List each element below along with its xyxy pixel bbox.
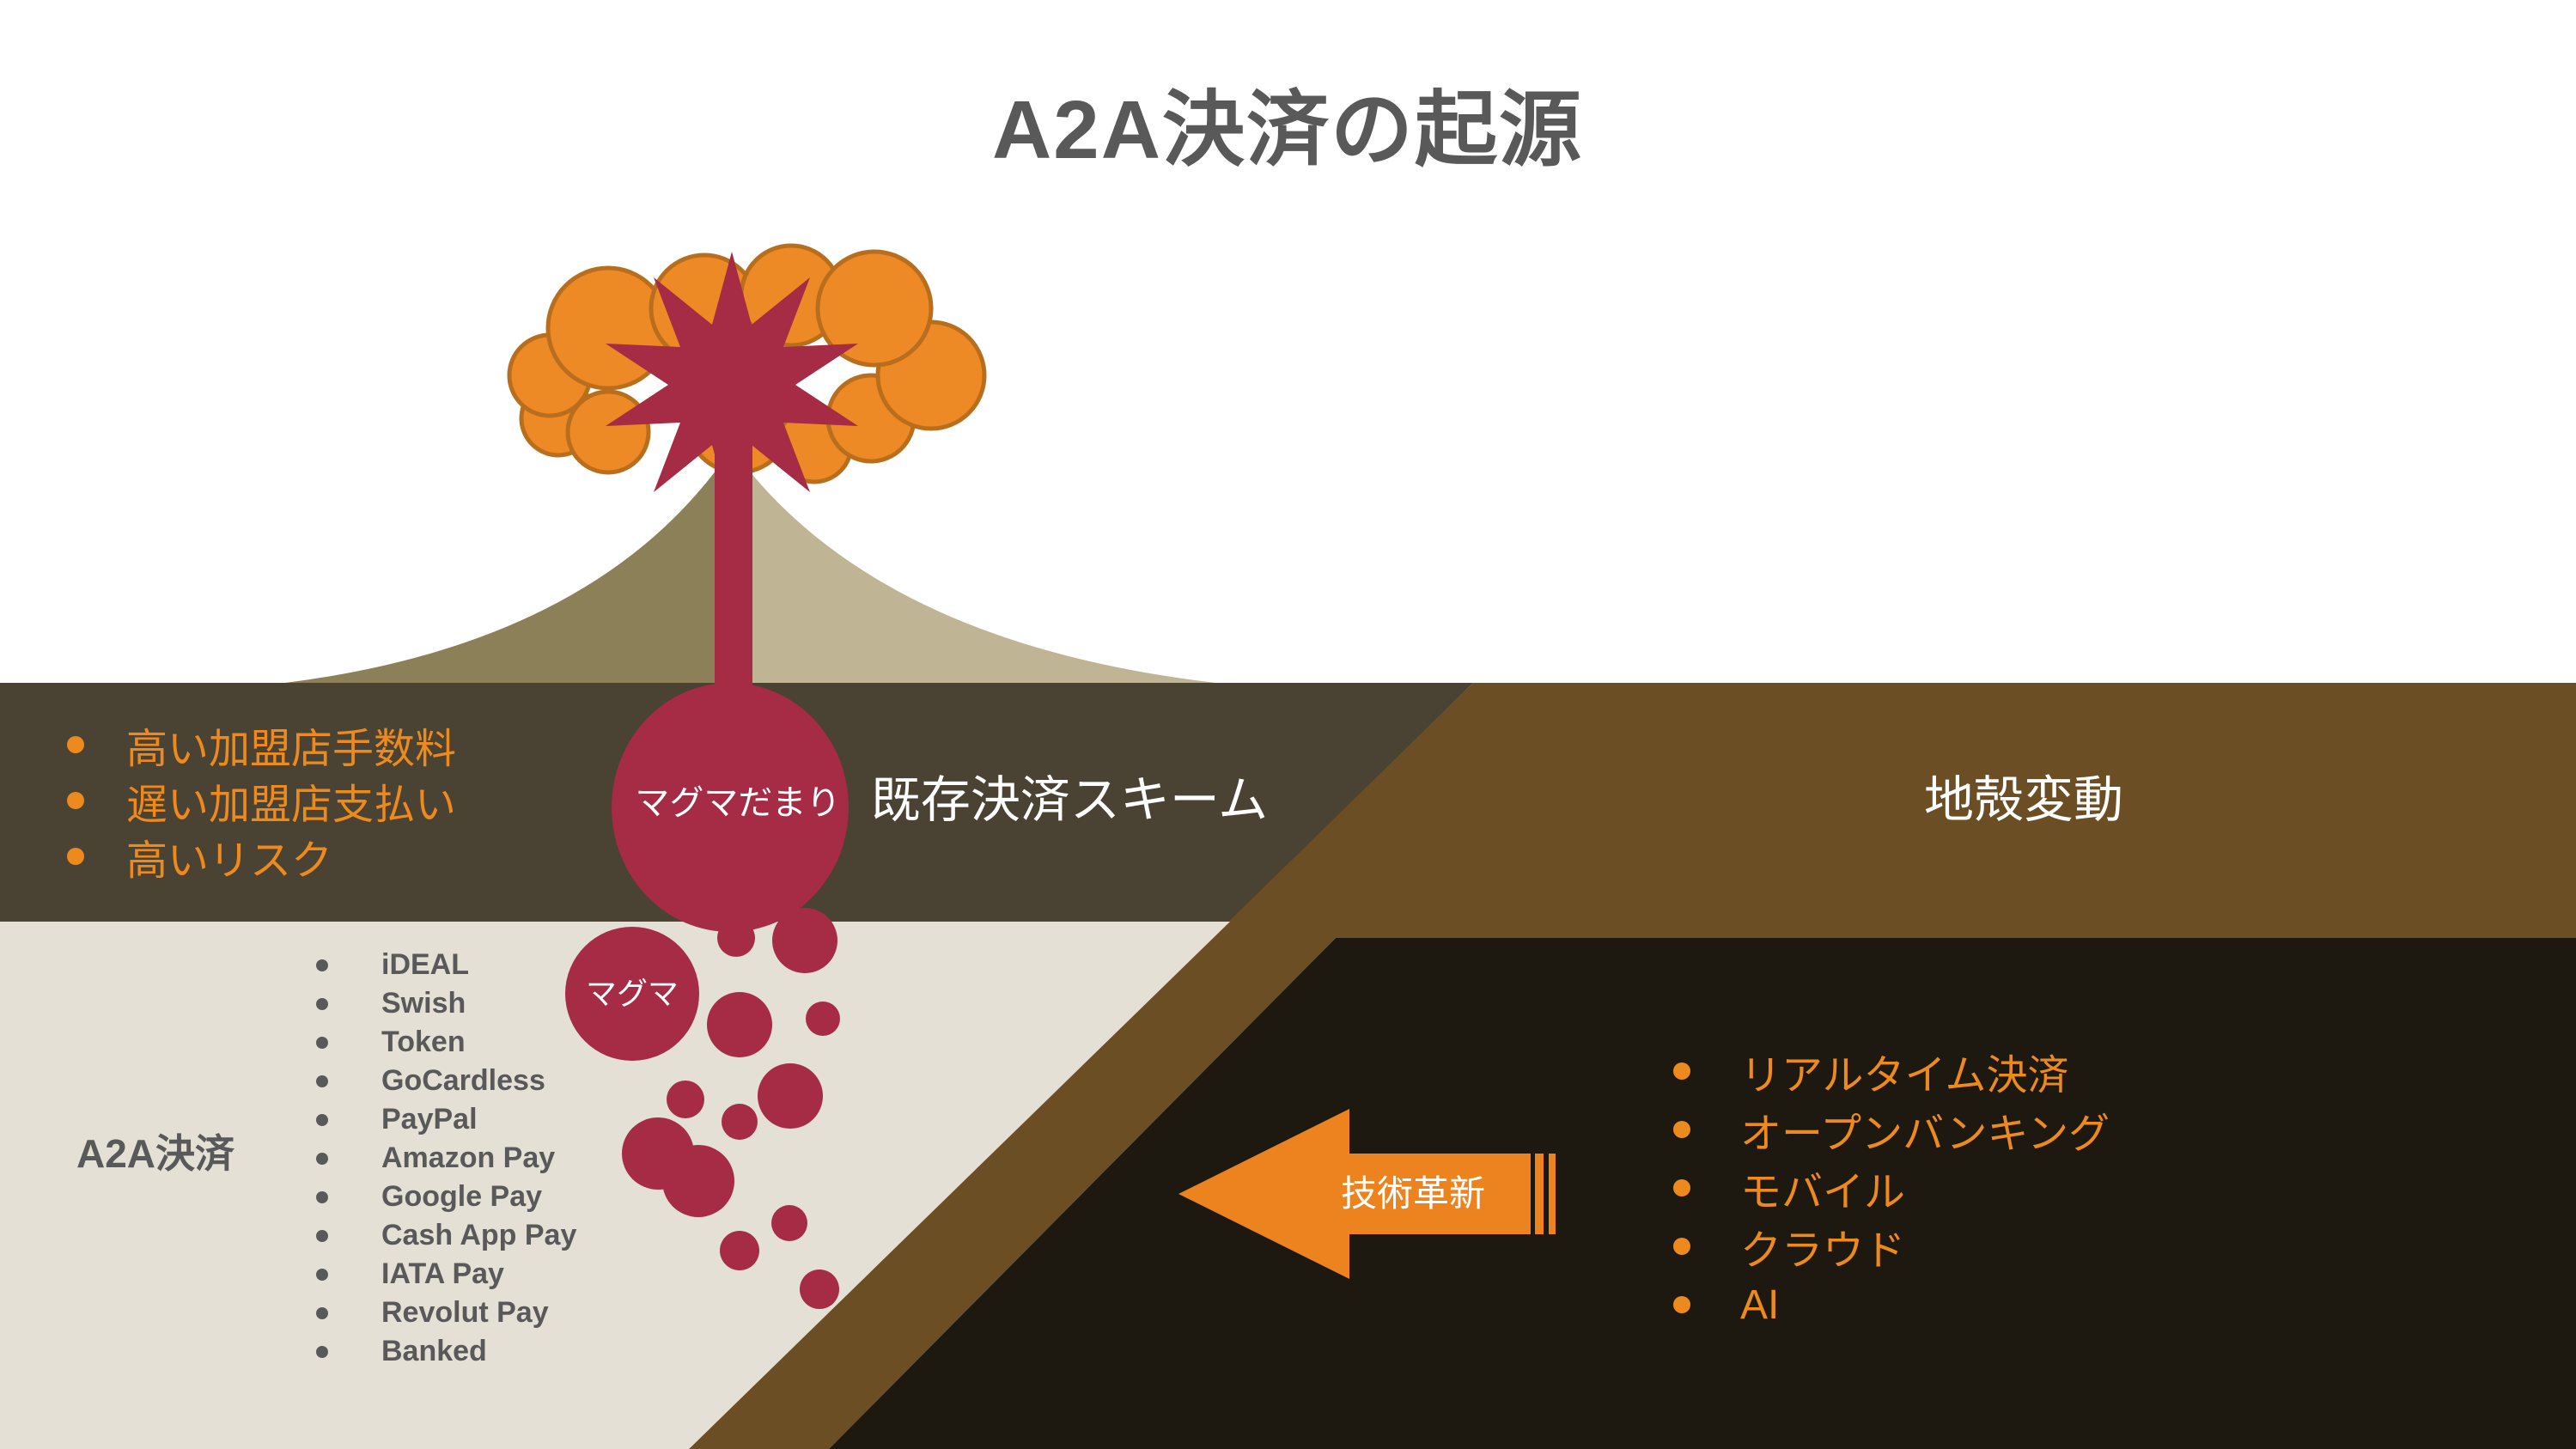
list-item: Cash App Pay xyxy=(309,1216,576,1255)
bullet-icon xyxy=(316,959,328,971)
magma-bubble xyxy=(772,908,837,973)
list-item: Google Pay xyxy=(309,1178,576,1216)
list-item: iDEAL xyxy=(309,946,576,984)
magma-bubble xyxy=(758,1063,823,1129)
list-item: リアルタイム決済 xyxy=(1662,1042,2110,1100)
bullet-icon xyxy=(316,1075,328,1087)
list-item: オープンバンキング xyxy=(1662,1100,2110,1159)
legacy-scheme-label: 既存決済スキーム xyxy=(870,772,1269,828)
stratum-ground-left xyxy=(0,922,1230,1449)
magma-chamber-label: マグマだまり xyxy=(635,784,841,822)
crustal-shift-label: 地殻変動 xyxy=(1923,772,2124,828)
tech-drivers-list: リアルタイム決済 オープンバンキング モバイル クラウド AI xyxy=(1662,1042,2110,1334)
bullet-icon xyxy=(316,1113,328,1126)
list-item: Amazon Pay xyxy=(309,1139,576,1178)
list-item: GoCardless xyxy=(309,1062,576,1100)
list-item-label: Token xyxy=(381,1026,466,1058)
list-item-label: 高い加盟店手数料 xyxy=(126,726,457,772)
bullet-icon xyxy=(1673,1179,1690,1196)
list-item-label: Google Pay xyxy=(381,1180,543,1213)
list-item: 高いリスク xyxy=(47,828,456,884)
tech-arrow-stripe xyxy=(1549,1154,1556,1234)
bullet-icon xyxy=(1673,1238,1690,1255)
tech-arrow-stripe xyxy=(1535,1154,1544,1234)
a2a-providers-list: iDEAL Swish Token GoCardless PayPal Amaz… xyxy=(309,946,576,1371)
bullet-icon xyxy=(67,847,84,865)
bullet-icon xyxy=(316,1152,328,1165)
bullet-icon xyxy=(67,735,84,753)
list-item-label: Amazon Pay xyxy=(381,1142,556,1174)
list-item-label: Cash App Pay xyxy=(381,1219,577,1251)
bullet-icon xyxy=(316,1036,328,1049)
list-item-label: AI xyxy=(1740,1282,1780,1328)
list-item: IATA Pay xyxy=(309,1255,576,1294)
a2a-payments-label: A2A決済 xyxy=(76,1131,235,1176)
list-item-label: オープンバンキング xyxy=(1740,1111,2110,1157)
list-item: PayPal xyxy=(309,1100,576,1139)
stratum-fault-band xyxy=(689,683,2576,1449)
bullet-icon xyxy=(316,1229,328,1242)
stratum-ground-right xyxy=(829,938,2576,1449)
list-item-label: GoCardless xyxy=(381,1064,545,1097)
list-item: Token xyxy=(309,1023,576,1062)
magma-bubble xyxy=(800,1269,839,1309)
list-item: Swish xyxy=(309,984,576,1023)
magma-bubbles xyxy=(565,908,840,1309)
list-item: 遅い加盟店支払い xyxy=(47,772,456,828)
bullet-icon xyxy=(316,1268,328,1281)
list-item-label: モバイル xyxy=(1740,1170,1906,1215)
list-item: 高い加盟店手数料 xyxy=(47,716,456,772)
magma-chamber xyxy=(612,683,849,932)
bullet-icon xyxy=(67,791,84,809)
tech-arrow-body xyxy=(1178,1109,1531,1279)
magma-bubble xyxy=(717,919,755,957)
list-item-label: 遅い加盟店支払い xyxy=(126,782,457,828)
legacy-issues-list: 高い加盟店手数料 遅い加盟店支払い 高いリスク xyxy=(47,716,456,884)
magma-bubble xyxy=(662,1145,734,1217)
bullet-icon xyxy=(1673,1296,1690,1313)
bullet-icon xyxy=(1673,1121,1690,1138)
bullet-icon xyxy=(316,997,328,1010)
list-item-label: 高いリスク xyxy=(126,837,333,884)
tech-arrow xyxy=(1178,1109,1556,1279)
magma-label: マグマ xyxy=(585,976,679,1011)
list-item-label: リアルタイム決済 xyxy=(1740,1053,2069,1099)
list-item-label: Swish xyxy=(381,987,466,1020)
bullet-icon xyxy=(1673,1062,1690,1080)
list-item-label: Revolut Pay xyxy=(381,1296,549,1329)
volcano-right-flank xyxy=(732,448,1258,687)
list-item: クラウド xyxy=(1662,1217,2110,1275)
magma-circle xyxy=(565,927,699,1061)
list-item-label: IATA Pay xyxy=(381,1257,504,1290)
magma-bubble xyxy=(771,1205,807,1241)
bullet-icon xyxy=(316,1190,328,1203)
page-title: A2A決済の起源 xyxy=(991,84,1584,176)
magma-bubble xyxy=(806,1002,840,1036)
list-item-label: PayPal xyxy=(381,1103,478,1135)
volcano-left-flank xyxy=(247,448,732,687)
list-item-label: iDEAL xyxy=(381,948,469,981)
list-item: AI xyxy=(1662,1275,2110,1334)
list-item: Revolut Pay xyxy=(309,1294,576,1332)
list-item-label: クラウド xyxy=(1740,1228,1906,1274)
magma-bubble xyxy=(722,1104,758,1140)
list-item-label: Banked xyxy=(381,1335,487,1367)
cloud-puff xyxy=(815,249,934,368)
list-item: Banked xyxy=(309,1332,576,1371)
bullet-icon xyxy=(316,1345,328,1358)
bullet-icon xyxy=(316,1306,328,1319)
magma-bubble xyxy=(720,1231,759,1270)
magma-bubble xyxy=(667,1081,704,1118)
tech-innovation-label: 技術革新 xyxy=(1340,1173,1486,1214)
magma-bubble xyxy=(707,992,772,1057)
list-item: モバイル xyxy=(1662,1159,2110,1217)
